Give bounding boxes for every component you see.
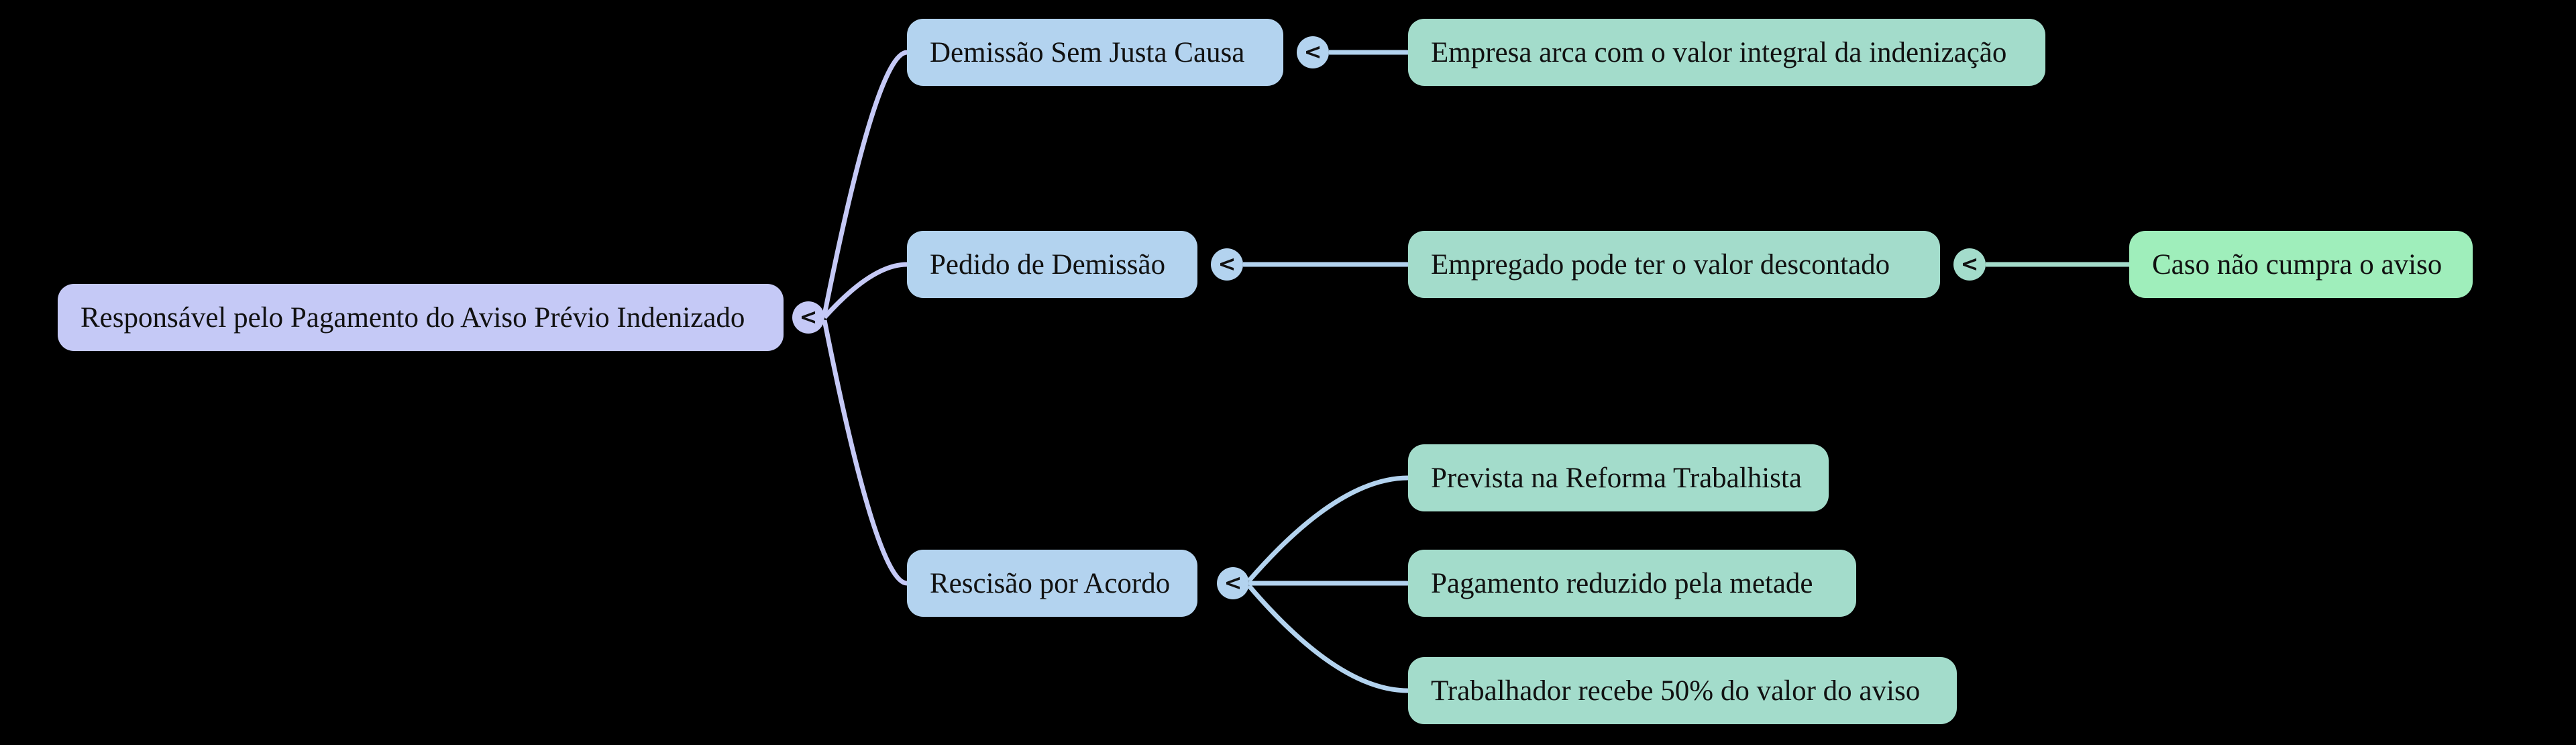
mindmap-node-empregado-valor-descontado[interactable]: Empregado pode ter o valor descontado (1408, 231, 1940, 298)
edge-root-to-pedido (822, 262, 908, 319)
collapse-toggle-pedido[interactable]: < (1211, 248, 1243, 281)
edge-rescisao-to-trabalhador (1247, 584, 1409, 693)
mindmap-node-rescisao-por-acordo[interactable]: Rescisão por Acordo (907, 550, 1197, 617)
mindmap-node-root[interactable]: Responsável pelo Pagamento do Aviso Prév… (58, 284, 784, 351)
collapse-toggle-demissao[interactable]: < (1297, 36, 1329, 68)
edge-root-to-rescisao (822, 319, 908, 586)
edge-rescisao-to-prevista (1247, 475, 1409, 583)
collapse-toggle-root[interactable]: < (792, 301, 824, 334)
collapse-toggle-empregado[interactable]: < (1953, 248, 1986, 281)
edge-root-to-demissao (822, 50, 908, 315)
mindmap-node-prevista-reforma-trabalhista[interactable]: Prevista na Reforma Trabalhista (1408, 444, 1829, 511)
mindmap-node-trabalhador-recebe-50[interactable]: Trabalhador recebe 50% do valor do aviso (1408, 657, 1957, 724)
mindmap-node-pagamento-reduzido-metade[interactable]: Pagamento reduzido pela metade (1408, 550, 1856, 617)
mindmap-node-empresa-arca-valor-integral[interactable]: Empresa arca com o valor integral da ind… (1408, 19, 2045, 86)
mindmap-node-caso-nao-cumpra-aviso[interactable]: Caso não cumpra o aviso (2129, 231, 2473, 298)
collapse-toggle-rescisao[interactable]: < (1217, 567, 1249, 599)
mindmap-node-pedido-de-demissao[interactable]: Pedido de Demissão (907, 231, 1197, 298)
mindmap-node-demissao-sem-justa-causa[interactable]: Demissão Sem Justa Causa (907, 19, 1283, 86)
